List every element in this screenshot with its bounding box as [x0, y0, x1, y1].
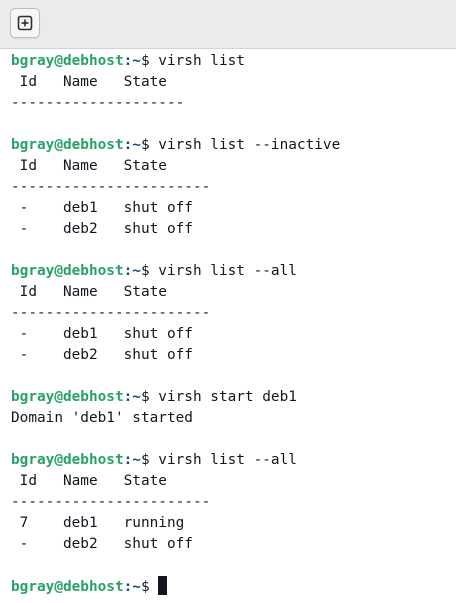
output-line: - deb2 shut off	[11, 221, 193, 237]
prompt-path: :~	[123, 452, 141, 468]
output-line	[11, 114, 446, 135]
prompt-user: bgray@debhost	[11, 389, 124, 405]
output-line	[11, 366, 446, 387]
output-line: - deb2 shut off	[11, 536, 193, 552]
output-line: 7 deb1 running	[11, 515, 185, 531]
output-line: -----------------------	[11, 494, 211, 510]
output-line: Id Name State	[11, 473, 167, 489]
prompt-symbol: $	[140, 263, 159, 279]
plus-square-icon	[17, 15, 33, 31]
prompt-user: bgray@debhost	[11, 579, 124, 595]
prompt-user: bgray@debhost	[11, 53, 124, 69]
output-line	[11, 429, 446, 450]
scrollbar[interactable]	[446, 51, 456, 603]
prompt-user: bgray@debhost	[11, 263, 124, 279]
output-line: Id Name State	[11, 284, 167, 300]
prompt-path: :~	[123, 389, 141, 405]
prompt-symbol: $	[140, 53, 159, 69]
text-cursor	[158, 576, 168, 595]
prompt-line: bgray@debhost:~$	[11, 576, 446, 597]
prompt-line: bgray@debhost:~$ virsh list --inactive	[11, 135, 446, 156]
header-bar	[0, 0, 456, 49]
prompt-symbol: $	[140, 389, 159, 405]
command-text: virsh list	[158, 53, 245, 69]
command-text: virsh start deb1	[158, 389, 297, 405]
output-line: - deb1 shut off	[11, 326, 193, 342]
prompt-line: bgray@debhost:~$ virsh list --all	[11, 261, 446, 282]
prompt-symbol: $	[140, 137, 159, 153]
output-line: -----------------------	[11, 305, 211, 321]
terminal-output[interactable]: bgray@debhost:~$ virsh list Id Name Stat…	[0, 51, 446, 603]
new-tab-button[interactable]	[10, 8, 40, 38]
prompt-path: :~	[123, 137, 141, 153]
command-text: virsh list --all	[158, 452, 297, 468]
prompt-symbol: $	[140, 579, 159, 595]
command-text: virsh list --all	[158, 263, 297, 279]
prompt-path: :~	[123, 579, 141, 595]
prompt-line: bgray@debhost:~$ virsh list	[11, 51, 446, 72]
prompt-line: bgray@debhost:~$ virsh start deb1	[11, 387, 446, 408]
output-line: Id Name State	[11, 158, 167, 174]
output-line: -----------------------	[11, 179, 211, 195]
output-line: Id Name State	[11, 74, 167, 90]
prompt-path: :~	[123, 263, 141, 279]
output-line: --------------------	[11, 95, 185, 111]
output-line: Domain 'deb1' started	[11, 410, 193, 426]
prompt-user: bgray@debhost	[11, 137, 124, 153]
prompt-user: bgray@debhost	[11, 452, 124, 468]
prompt-line: bgray@debhost:~$ virsh list --all	[11, 450, 446, 471]
output-line: - deb2 shut off	[11, 347, 193, 363]
output-line	[11, 555, 446, 576]
command-text: virsh list --inactive	[158, 137, 341, 153]
output-line: - deb1 shut off	[11, 200, 193, 216]
output-line	[11, 240, 446, 261]
prompt-symbol: $	[140, 452, 159, 468]
prompt-path: :~	[123, 53, 141, 69]
